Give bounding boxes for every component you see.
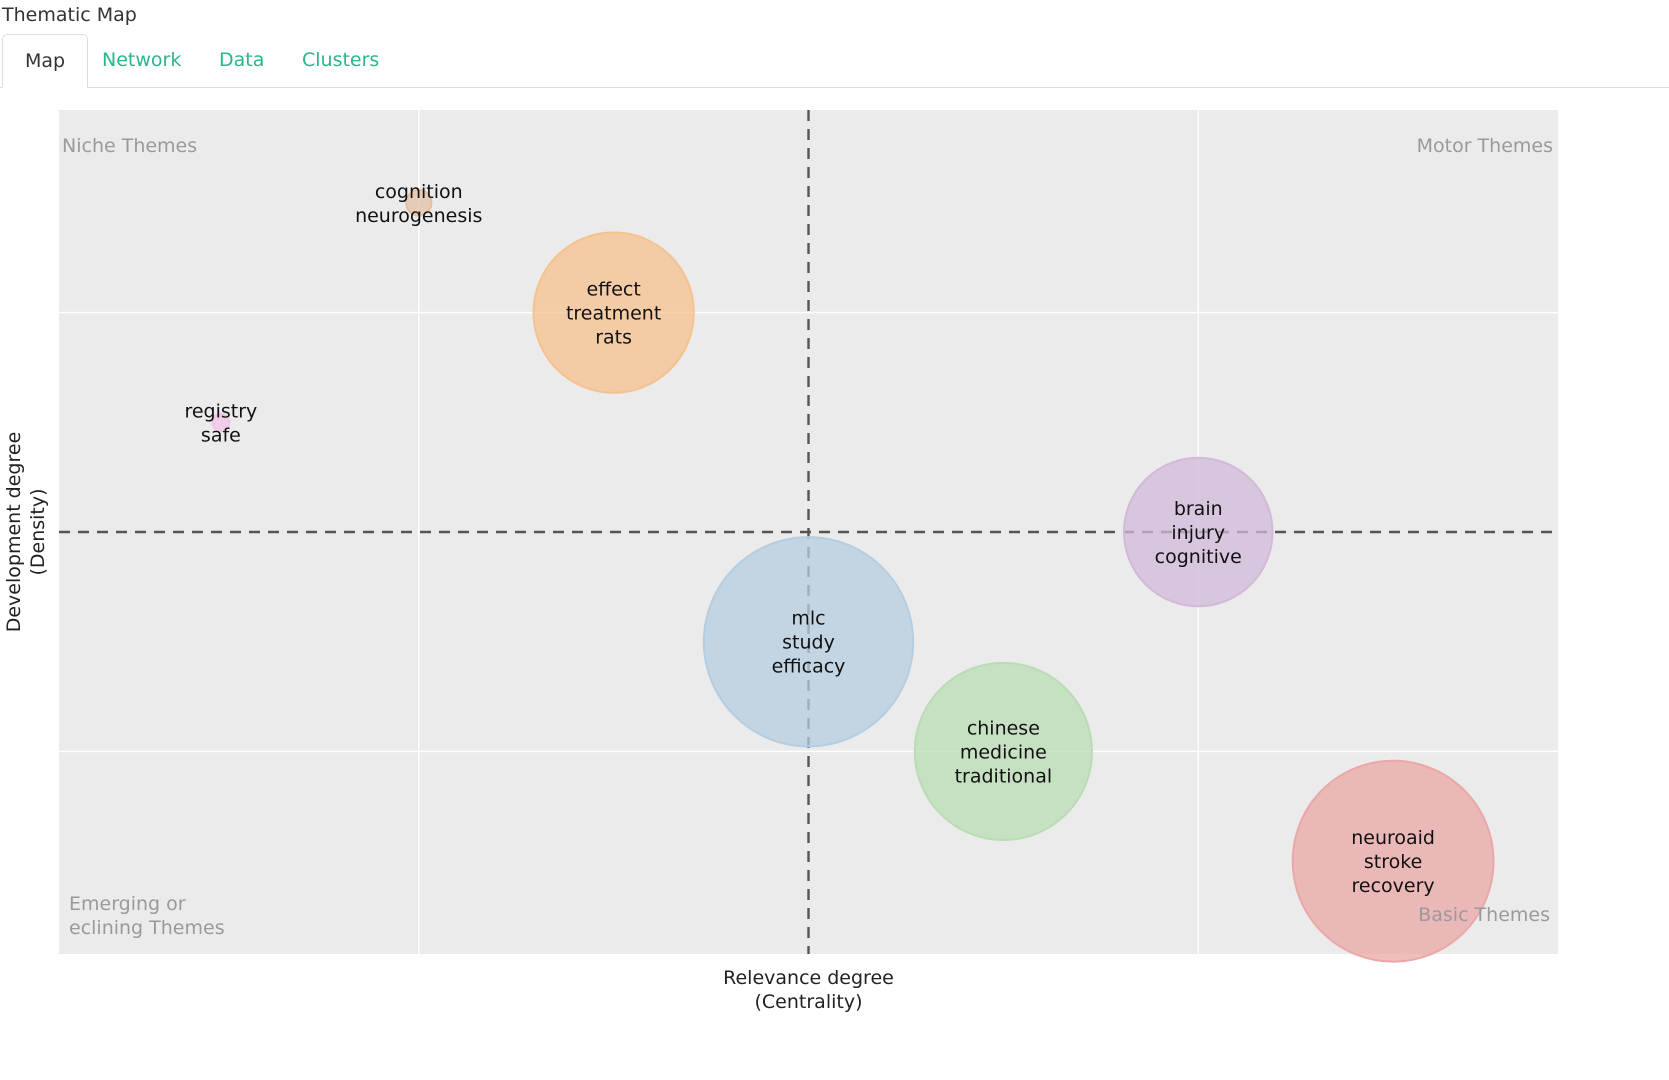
- cluster-circle[interactable]: [702, 536, 915, 748]
- cluster-bubbles: cognitionneurogenesisregistrysafeeffectt…: [184, 181, 1495, 963]
- cluster-term-label: study: [782, 632, 835, 654]
- page-title: Thematic Map: [2, 4, 137, 26]
- cluster-term-label: neurogenesis: [355, 205, 482, 227]
- cluster-term-label: traditional: [955, 765, 1053, 787]
- cluster-term-label: neuroaid: [1351, 827, 1435, 849]
- cluster-circle[interactable]: [1122, 456, 1274, 608]
- cluster-term-label: cognitive: [1155, 546, 1242, 568]
- tab-network[interactable]: Network: [102, 49, 182, 71]
- cluster-circle[interactable]: [211, 412, 231, 432]
- cluster-term-label: effect: [586, 279, 640, 301]
- cluster-term-label: registry: [184, 400, 257, 422]
- x-axis-label: (Centrality): [755, 991, 863, 1013]
- cluster-circle[interactable]: [913, 661, 1093, 842]
- center-lines: [59, 110, 1558, 954]
- cluster-term-label: chinese: [967, 717, 1040, 739]
- quadrant-label-niche: Niche Themes: [62, 135, 197, 157]
- x-axis-label: Relevance degree: [723, 967, 894, 989]
- cluster-term-label: treatment: [566, 303, 661, 325]
- y-axis-label: Development degree: [3, 432, 25, 633]
- quadrant-label-emerging: eclining Themes: [69, 917, 225, 939]
- cluster-term-label: cognition: [375, 181, 463, 203]
- cluster-term-label: stroke: [1364, 851, 1422, 873]
- cluster-term-label: rats: [595, 327, 632, 349]
- tab-data[interactable]: Data: [219, 49, 265, 71]
- cluster-term-label: injury: [1171, 522, 1225, 544]
- y-axis-label: (Density): [27, 488, 49, 575]
- cluster-term-label: brain: [1174, 498, 1223, 520]
- tab-clusters[interactable]: Clusters: [302, 49, 380, 71]
- tab-map[interactable]: Map: [2, 34, 89, 88]
- cluster-circle[interactable]: [405, 189, 433, 217]
- axis-labels: Relevance degree(Centrality) Development …: [3, 432, 894, 1013]
- thematic-map-chart: cognitionneurogenesisregistrysafeeffectt…: [3, 110, 1558, 1013]
- cluster-term-label: efficacy: [772, 656, 846, 678]
- cluster-term-label: safe: [201, 424, 241, 446]
- cluster-circle[interactable]: [532, 231, 695, 394]
- cluster-term-label: mlc: [791, 608, 825, 630]
- quadrant-label-motor: Motor Themes: [1417, 135, 1553, 157]
- quadrant-label-emerging: Emerging or: [69, 893, 186, 915]
- quadrant-label-basic: Basic Themes: [1418, 904, 1550, 926]
- cluster-term-label: recovery: [1352, 875, 1435, 897]
- cluster-term-label: medicine: [960, 741, 1047, 763]
- tab-bar: Map Network Data Clusters: [0, 30, 1669, 88]
- cluster-circle[interactable]: [1291, 759, 1495, 963]
